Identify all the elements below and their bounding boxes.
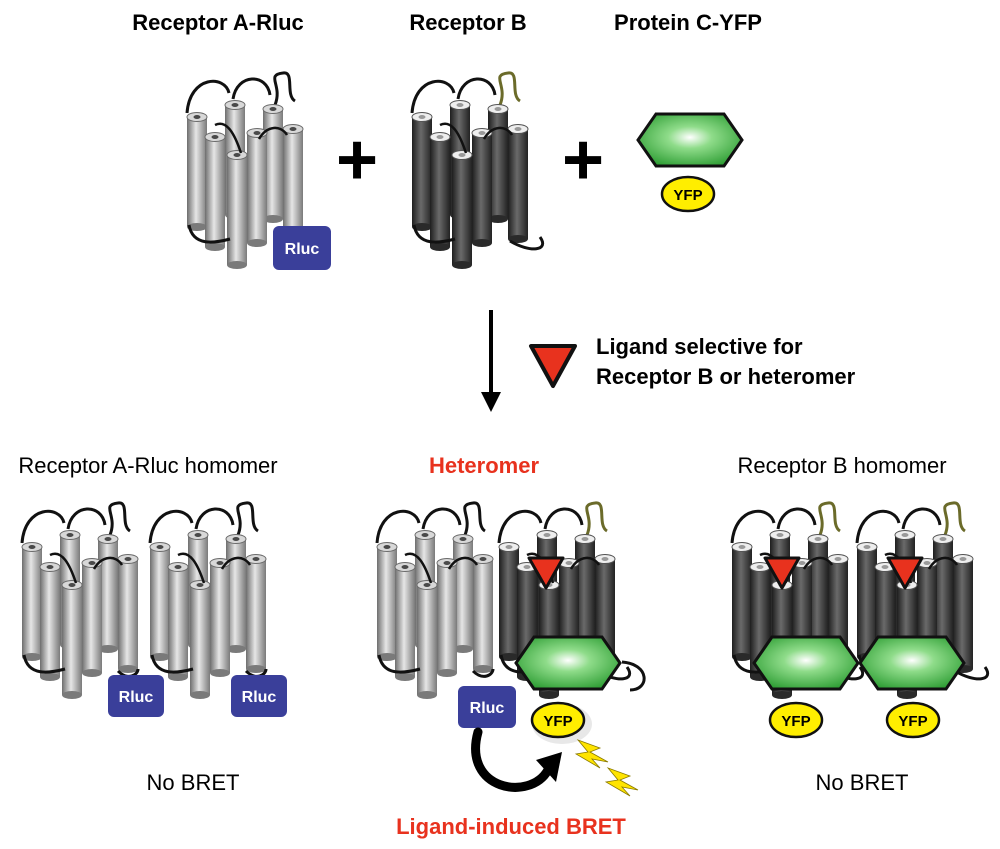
- heteromer-title: Heteromer: [429, 453, 539, 478]
- rluc-tag: [273, 226, 331, 270]
- yfp-tag: [660, 175, 716, 213]
- yfp-tag-label: YFP: [898, 713, 927, 730]
- protein-c-title: Protein C-YFP: [614, 10, 762, 35]
- curved-arrow-icon: [471, 727, 562, 792]
- a-homomer-title: Receptor A-Rluc homomer: [18, 453, 277, 478]
- yfp-tag: [530, 701, 586, 739]
- heteromer: Rluc YFP: [377, 503, 646, 744]
- rluc-tag-label: Rluc: [470, 700, 505, 717]
- protein-c-yfp: YFP: [636, 112, 744, 213]
- ligand-legend-line1: Ligand selective for: [596, 334, 803, 359]
- receptor-b-homomer: YFP YFP: [732, 503, 988, 739]
- heteromer-result: Ligand-induced BRET: [396, 814, 626, 839]
- yfp-tag: [768, 701, 824, 739]
- rluc-tag: [231, 675, 287, 717]
- receptor-b-title: Receptor B: [409, 10, 526, 35]
- receptor-a-rluc: Rluc: [187, 73, 331, 270]
- yfp-tag-label: YFP: [673, 187, 702, 204]
- rluc-tag-label: Rluc: [119, 689, 154, 706]
- plus-sign-2: +: [562, 120, 604, 200]
- receptor-a-title: Receptor A-Rluc: [132, 10, 304, 35]
- yfp-tag-label: YFP: [543, 713, 572, 730]
- b-homomer-result: No BRET: [816, 770, 909, 795]
- rluc-tag: [108, 675, 164, 717]
- a-homomer-result: No BRET: [147, 770, 240, 795]
- rluc-tag: [458, 686, 516, 728]
- b-homomer-title: Receptor B homomer: [737, 453, 946, 478]
- arrow-down-icon: [481, 310, 501, 412]
- rluc-tag-label: Rluc: [242, 689, 277, 706]
- yfp-tag: [885, 701, 941, 739]
- receptor-a-homomer: Rluc Rluc: [22, 503, 287, 717]
- receptor-b: [412, 73, 543, 269]
- ligand-legend-line2: Receptor B or heteromer: [596, 364, 856, 389]
- ligand-triangle-icon: [529, 344, 577, 388]
- rluc-tag-label: Rluc: [285, 241, 320, 258]
- lightning-icon: [575, 739, 639, 797]
- plus-sign-1: +: [336, 120, 378, 200]
- yfp-tag-label: YFP: [781, 713, 810, 730]
